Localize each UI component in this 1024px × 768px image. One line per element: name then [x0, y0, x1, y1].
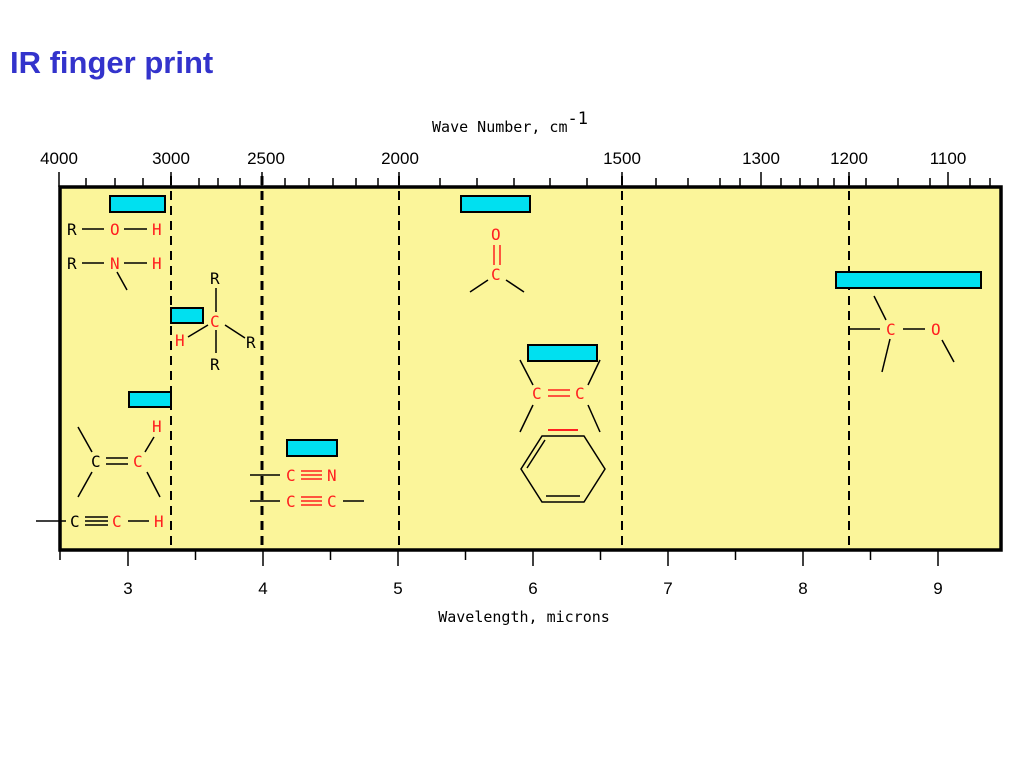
bottom-tick-label: 9	[933, 579, 942, 598]
band-triple-bond	[286, 439, 338, 457]
svg-text:H: H	[152, 254, 162, 273]
svg-text:R: R	[210, 269, 220, 288]
bottom-tick-label: 6	[528, 579, 537, 598]
svg-text:O: O	[491, 225, 501, 244]
structure-alkene: C C	[519, 359, 601, 433]
band-ch-sp3	[170, 307, 204, 324]
top-tick-label: 1500	[603, 149, 641, 168]
svg-text:N: N	[110, 254, 120, 273]
band-oh	[109, 195, 166, 213]
top-axis-label: Wave Number, cm-1	[432, 109, 588, 136]
top-tick-label: 2000	[381, 149, 419, 168]
structure-alkyne: C C	[250, 492, 364, 511]
top-tick-label: 1200	[830, 149, 868, 168]
structure-n-h: R N H	[67, 254, 162, 291]
structure-o-h: R O H	[67, 220, 162, 239]
top-axis-ticks	[58, 172, 991, 187]
benzene-ring-icon	[520, 429, 606, 503]
top-tick-label: 4000	[40, 149, 78, 168]
svg-text:H: H	[152, 417, 162, 436]
svg-text:C: C	[286, 492, 296, 511]
svg-text:O: O	[931, 320, 941, 339]
structure-carbonyl: O C	[469, 225, 525, 293]
svg-text:N: N	[327, 466, 337, 485]
structure-alkyne-c-h: C C H	[36, 512, 164, 531]
svg-text:O: O	[110, 220, 120, 239]
svg-text:R: R	[210, 355, 220, 374]
svg-text:C: C	[491, 265, 501, 284]
bottom-tick-label: 8	[798, 579, 807, 598]
structure-nitrile: C N	[250, 466, 337, 485]
band-alkene-aromatic	[527, 344, 598, 362]
svg-text:C: C	[112, 512, 122, 531]
svg-text:C: C	[886, 320, 896, 339]
bottom-tick-label: 3	[123, 579, 132, 598]
chart-panel	[58, 185, 1003, 552]
page-title: IR finger print	[10, 45, 214, 80]
bottom-tick-label: 5	[393, 579, 402, 598]
band-carbonyl	[460, 195, 531, 213]
svg-text:R: R	[67, 220, 77, 239]
top-tick-label: 2500	[247, 149, 285, 168]
top-tick-label: 1100	[930, 149, 967, 168]
bottom-axis-label: Wavelength, microns	[438, 608, 610, 626]
top-tick-label: 3000	[152, 149, 190, 168]
svg-text:C: C	[532, 384, 542, 403]
band-c-o	[835, 271, 982, 289]
svg-text:C: C	[575, 384, 585, 403]
svg-text:C: C	[133, 452, 143, 471]
svg-text:R: R	[67, 254, 77, 273]
band-ch-sp2-sp	[128, 391, 172, 408]
bottom-tick-label: 7	[663, 579, 672, 598]
svg-text:H: H	[175, 331, 185, 350]
top-tick-label: 1300	[742, 149, 780, 168]
bottom-tick-label: 4	[258, 579, 267, 598]
svg-text:C: C	[210, 312, 220, 331]
structure-c-h-sp3: R C H R R	[175, 269, 256, 374]
svg-text:H: H	[152, 220, 162, 239]
svg-text:C: C	[91, 452, 101, 471]
svg-text:C: C	[327, 492, 337, 511]
structure-alkene-c-h: C C H	[77, 417, 162, 498]
svg-text:C: C	[286, 466, 296, 485]
svg-text:H: H	[154, 512, 164, 531]
svg-text:R: R	[246, 333, 256, 352]
bottom-axis-ticks	[59, 550, 939, 566]
structure-c-o: C O	[849, 295, 955, 373]
svg-text:C: C	[70, 512, 80, 531]
